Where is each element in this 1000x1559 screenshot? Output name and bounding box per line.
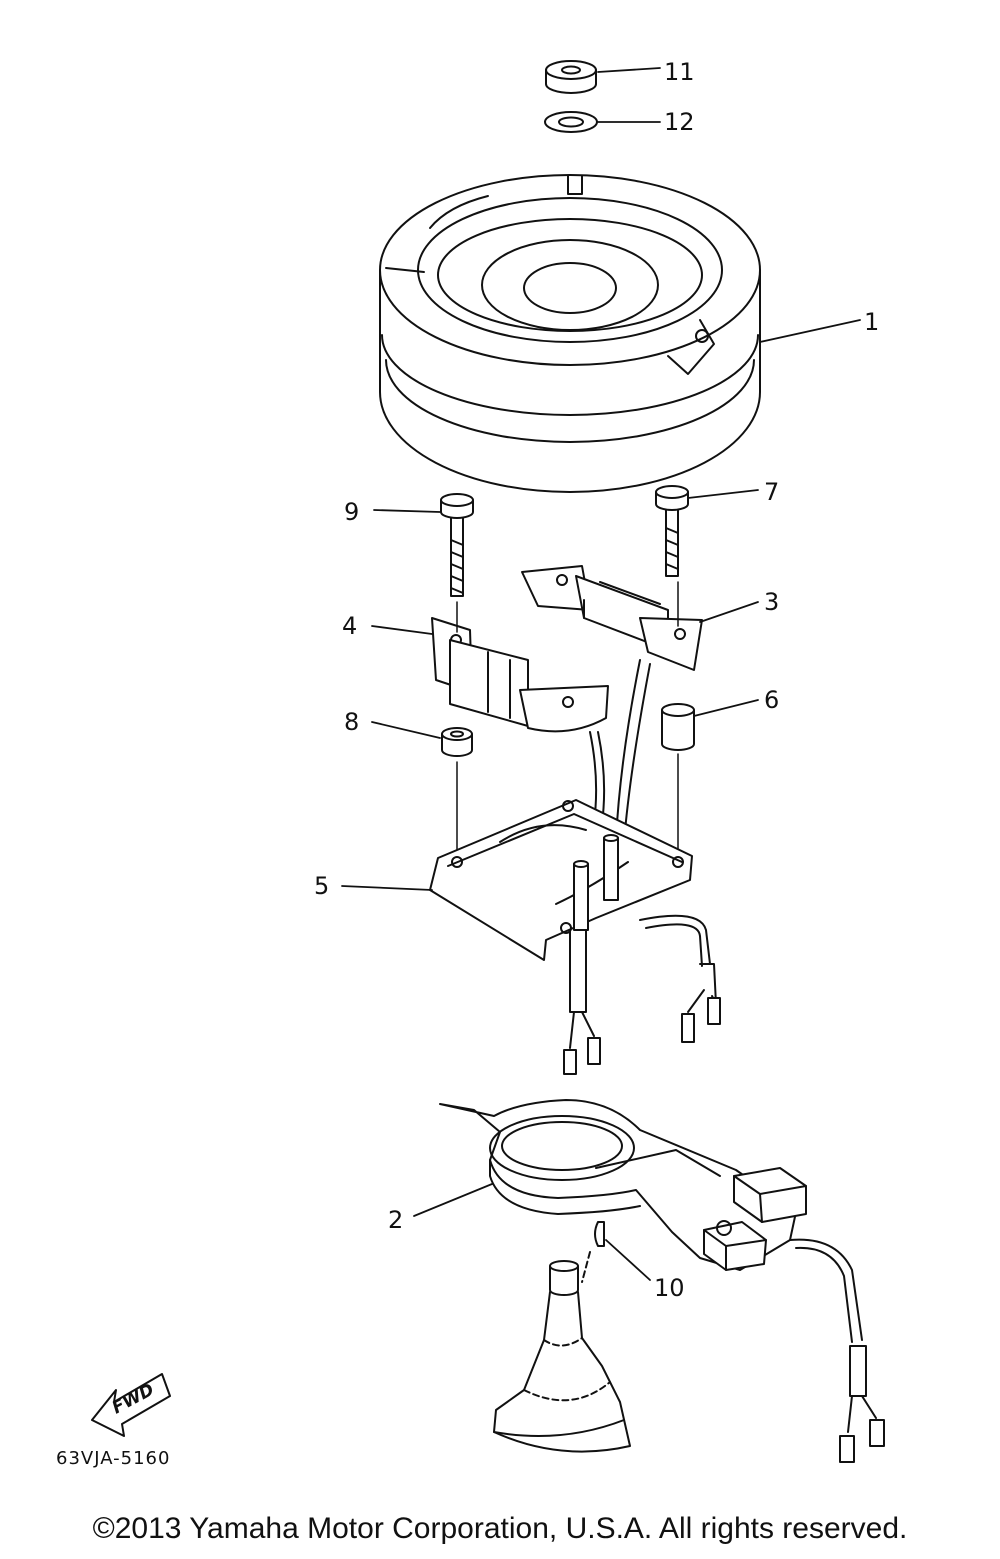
callout-1: 1: [864, 308, 879, 336]
alignment-lines: [456, 581, 679, 855]
part-2-magneto-base: [439, 1099, 885, 1463]
part-3-coil: [521, 565, 703, 671]
part-4-coil: [431, 617, 609, 733]
part-11-nut: [545, 60, 597, 94]
part-9-bolt: [440, 493, 474, 597]
part-8-collar: [441, 727, 473, 757]
part-6-collar: [661, 703, 695, 751]
callout-2: 2: [388, 1206, 403, 1234]
callout-3: 3: [764, 588, 779, 616]
callout-7: 7: [764, 478, 779, 506]
fwd-arrow-icon: FWD: [91, 1373, 171, 1437]
copyright-notice: ©2013 Yamaha Motor Corporation, U.S.A. A…: [92, 1512, 908, 1545]
callout-12: 12: [664, 108, 695, 136]
crankshaft-end: [493, 1260, 631, 1453]
callout-11: 11: [664, 58, 695, 86]
part-10-woodruff-key: [581, 1221, 605, 1283]
part-7-bolt: [655, 485, 689, 577]
part-5-base-plate: [429, 799, 693, 961]
callout-5: 5: [314, 872, 329, 900]
callout-9: 9: [344, 498, 359, 526]
callout-8: 8: [344, 708, 359, 736]
harness-left: [563, 929, 601, 1075]
leader-lines: [341, 67, 861, 1281]
part-1-flywheel: [379, 174, 761, 493]
harness-right: [639, 914, 721, 1043]
drawing-code: 63VJA-5160: [56, 1448, 170, 1469]
callout-6: 6: [764, 686, 779, 714]
part-12-washer: [544, 111, 598, 133]
callout-10: 10: [654, 1274, 685, 1302]
callouts: 11 12 1 9 7 3 4 6 8 5 2 10: [314, 58, 879, 1302]
callout-4: 4: [342, 612, 357, 640]
